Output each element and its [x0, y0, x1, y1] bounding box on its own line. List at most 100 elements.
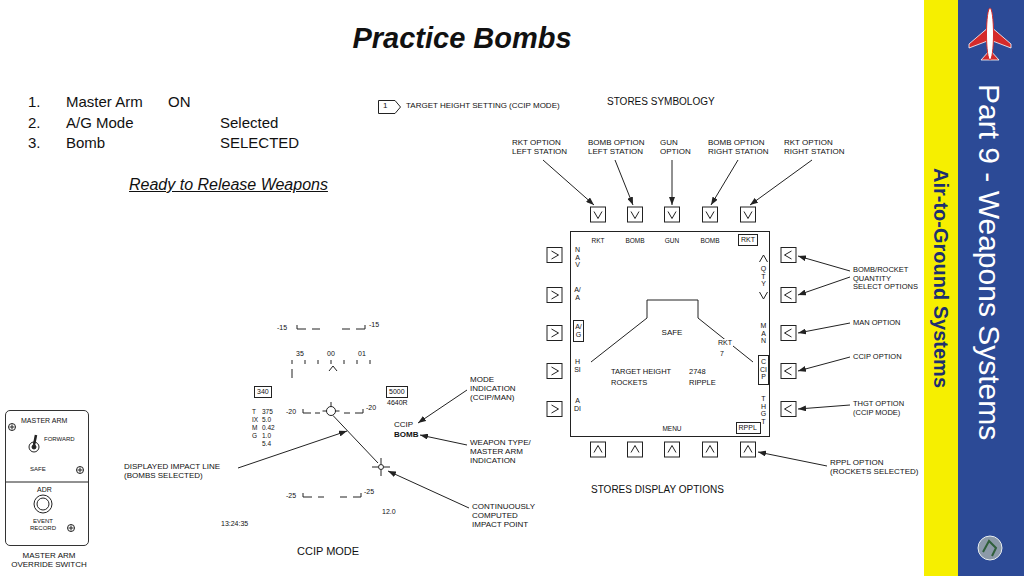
callout-tag: 1 [378, 100, 401, 114]
pitch-ladder [297, 325, 306, 329]
chevron [785, 251, 792, 259]
heading-label: 00 [327, 350, 335, 358]
chevron [552, 405, 559, 413]
chevron [668, 446, 676, 453]
list-number: 2. [28, 114, 41, 131]
panel-text: EVENT RECORD [27, 518, 59, 532]
hud-readout: 5.0 [262, 416, 271, 423]
callout-text: MAN OPTION [853, 319, 901, 328]
list-item: Bomb [66, 134, 105, 151]
pitch-ladder [318, 497, 324, 498]
hud-readout: 4640R [387, 399, 408, 407]
section-heading: STORES DISPLAY OPTIONS [591, 484, 724, 496]
chevron [706, 446, 714, 453]
chevron [744, 446, 752, 453]
chevron [744, 212, 752, 219]
bezel-button [547, 364, 562, 379]
display-text: ADI [574, 397, 581, 412]
bezel-button [703, 442, 718, 457]
chevron [552, 291, 559, 299]
hud-readout: IX [252, 416, 258, 423]
panel-screw [9, 424, 16, 431]
band-text: Air-to-Ground Systems [929, 168, 952, 388]
display-text: BOMB [700, 237, 719, 244]
list-state: ON [168, 93, 191, 110]
pitch-ladder [303, 409, 311, 413]
callout-number: 1 [383, 101, 387, 110]
list-state: Selected [220, 114, 278, 131]
hud-readout: 340 [257, 388, 269, 396]
boxed-option: CCIP [758, 355, 769, 385]
pitch-ladder [356, 325, 365, 329]
impact-line [333, 416, 378, 464]
display-text: TARGET HEIGHT [611, 368, 671, 377]
list-number: 1. [28, 93, 41, 110]
callout-text: BOMB OPTION LEFT STATION [588, 138, 650, 156]
boxed-option: RKT [738, 234, 758, 246]
display-text: RKT [717, 339, 733, 347]
leader-line [672, 160, 673, 205]
pitch-ladder [344, 413, 350, 414]
panel-text: ADR [37, 486, 52, 494]
hud-box: 340 [254, 386, 272, 398]
section-band: Air-to-Ground Systems [924, 0, 958, 576]
leader-line [798, 357, 850, 371]
callout-text: BOMB OPTION RIGHT STATION [708, 138, 774, 156]
bezel-button [665, 442, 680, 457]
bezel-button [781, 288, 796, 303]
pitch-ladder [303, 493, 312, 497]
chevron [552, 251, 559, 259]
leader-line [798, 405, 850, 409]
toggle-lever [34, 435, 36, 445]
boxed-option: A/G [573, 320, 584, 342]
display-text: RKT [592, 237, 605, 244]
chevron [631, 446, 639, 453]
callout-text: BOMB/ROCKET QUANTITY SELECT OPTIONS [853, 266, 921, 292]
caption-text: CCIP MODE [297, 545, 359, 558]
display-text: MAN [760, 322, 767, 345]
pitch-label: -15 [369, 321, 379, 329]
panel-screw [71, 526, 72, 531]
boxed-option: RPPL [736, 422, 761, 434]
mode-readout: CCIP [394, 420, 413, 429]
heading-marker [292, 369, 293, 378]
bezel-button [547, 288, 562, 303]
chevron [552, 329, 559, 337]
callout-text: MODE INDICATION (CCIP/MAN) [470, 375, 532, 403]
pitch-label: -20 [366, 404, 376, 412]
display-text: ROCKETS [611, 379, 647, 388]
event-button [37, 498, 49, 510]
display-text: GUN [665, 237, 679, 244]
callout-text: TARGET HEIGHT SETTING (CCIP MODE) [406, 101, 560, 110]
section-band: Part 9 - Weapons Systems [958, 0, 1024, 576]
leader-line [615, 160, 633, 205]
heading-tick [331, 360, 332, 364]
callout-text: RPPL OPTION (ROCKETS SELECTED) [830, 458, 920, 476]
display-text: BOMB [625, 237, 644, 244]
leader-line [798, 277, 850, 295]
leader-line [388, 471, 469, 508]
velocity-vector [323, 411, 327, 412]
heading-tick [344, 360, 345, 364]
chevron [785, 405, 792, 413]
chevron [552, 367, 559, 375]
bezel-button [591, 442, 606, 457]
chevron [785, 291, 792, 299]
velocity-vector [327, 407, 336, 416]
display-text: RIPPLE [689, 379, 716, 388]
display-text: A/G [575, 323, 582, 338]
callout-text: THGT OPTION (CCIP MODE) [853, 400, 913, 417]
display-text: NAV [574, 246, 581, 269]
hud-readout: 12.0 [382, 508, 396, 516]
leader-line [798, 323, 850, 333]
pitch-ladder [315, 413, 320, 414]
display-text: MENU [662, 425, 681, 432]
chevron [631, 212, 639, 219]
chevron [594, 212, 602, 219]
pitch-ladder [342, 329, 350, 330]
quantity-caret [760, 292, 768, 299]
quantity-caret [760, 255, 768, 262]
display-text: A/A [574, 286, 581, 301]
leader-line [711, 160, 738, 205]
